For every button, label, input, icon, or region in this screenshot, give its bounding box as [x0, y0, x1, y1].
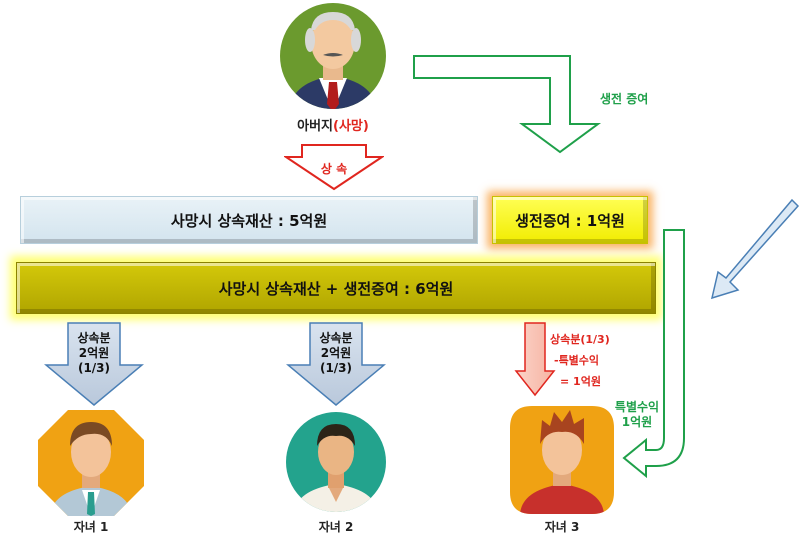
special-benefit-line2: 1억원 [621, 415, 653, 429]
lifetime-gift-bar: 생전증여 : 1억원 [492, 196, 648, 244]
child3-share-line2: -특별수익 [554, 354, 600, 367]
child2-arrow [285, 321, 387, 407]
child3-label: 자녀 3 [544, 520, 580, 534]
father-status: (사망) [333, 119, 369, 134]
inherit-arrow [282, 143, 386, 191]
inherit-arrow-label: 상 속 [320, 162, 348, 176]
total-bar: 사망시 상속재산 + 생전증여 : 6억원 [16, 262, 656, 314]
special-benefit-line1: 특별수익 [614, 400, 660, 414]
child1-arrow [43, 321, 145, 407]
special-benefit-arrow [620, 228, 690, 479]
child1-label: 자녀 1 [73, 520, 109, 534]
inherit-assets-bar: 사망시 상속재산 : 5억원 [20, 196, 478, 244]
child2-share: 상속분 2억원 (1/3) [286, 331, 386, 376]
child2-label: 자녀 2 [318, 520, 354, 534]
special-benefit-label: 특별수익 1억원 [606, 400, 668, 430]
lifetime-gift-text: 생전증여 : 1억원 [515, 211, 625, 230]
diagonal-arrow [706, 198, 800, 302]
child3-arrow [514, 321, 556, 397]
inherit-assets-text: 사망시 상속재산 : 5억원 [170, 211, 328, 230]
lifetime-gift-label: 생전 증여 [600, 92, 649, 106]
child3-share: 상속분(1/3) -특별수익 = 1억원 [548, 329, 628, 392]
child3-share-line1: 상속분(1/3) [550, 333, 610, 346]
father-name: 아버지 [297, 119, 334, 134]
child3-avatar [510, 406, 614, 514]
child1-share-line3: (1/3) [77, 361, 111, 375]
child2-share-line2: 2억원 [320, 346, 352, 360]
child2-avatar [286, 410, 386, 514]
child1-share-line2: 2억원 [78, 346, 110, 360]
child3-share-line3: = 1억원 [560, 375, 601, 388]
child2-share-line1: 상속분 [319, 331, 353, 345]
father-label: 아버지(사망) [279, 115, 387, 134]
father-avatar [279, 0, 387, 112]
child1-avatar [38, 410, 144, 516]
child1-share: 상속분 2억원 (1/3) [44, 331, 144, 376]
lifetime-gift-arrow [410, 52, 610, 156]
child2-share-line3: (1/3) [319, 361, 353, 375]
child1-share-line1: 상속분 [77, 331, 111, 345]
total-text: 사망시 상속재산 + 생전증여 : 6억원 [218, 279, 454, 298]
